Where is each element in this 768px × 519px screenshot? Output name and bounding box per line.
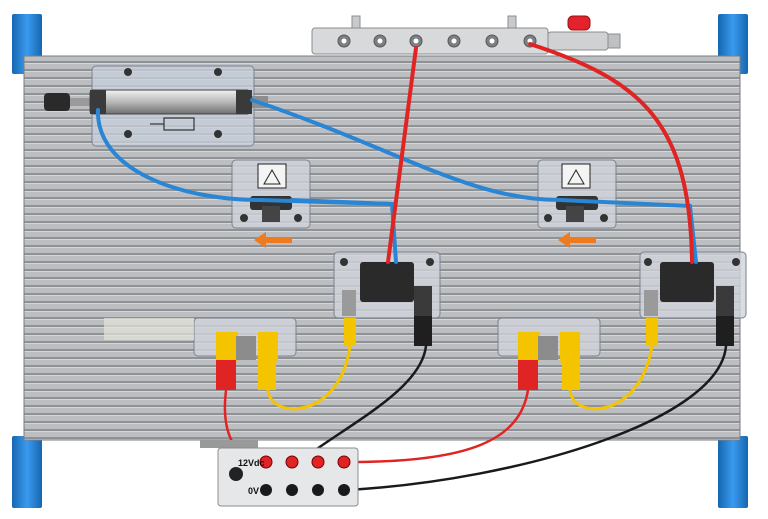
double-acting-cylinder[interactable] [44, 89, 268, 115]
terminal-0v-2[interactable] [286, 484, 298, 496]
terminal-12v-3[interactable] [311, 455, 325, 469]
label-12vdc: 12Vdc [238, 458, 265, 468]
terminal-12v-4[interactable] [337, 455, 351, 469]
shutoff-valve[interactable] [547, 15, 621, 51]
air-tubes-red [386, 42, 694, 264]
terminal-0v-1[interactable] [260, 484, 272, 496]
solenoid-valve-left[interactable] [333, 251, 441, 346]
frame-right-bottom [718, 436, 748, 508]
wires-yellow [266, 344, 654, 411]
flow-control-valve-right[interactable] [537, 159, 617, 229]
air-manifold [311, 15, 549, 55]
direction-arrow-left [254, 232, 292, 248]
terminal-12v-2[interactable] [285, 455, 299, 469]
terminal-block-right[interactable] [497, 317, 601, 390]
power-supply-panel [200, 440, 359, 507]
air-tubes-blue [95, 98, 698, 264]
terminal-block-left[interactable] [104, 317, 297, 390]
frame-left-bottom [12, 436, 42, 508]
terminal-0v-4[interactable] [338, 484, 350, 496]
direction-arrow-right [558, 232, 596, 248]
terminal-12v-1[interactable] [259, 455, 273, 469]
terminal-0v-3[interactable] [312, 484, 324, 496]
label-0v: 0V [248, 486, 259, 496]
solenoid-valve-right[interactable] [639, 251, 747, 346]
flow-control-valve-left[interactable] [231, 159, 311, 229]
